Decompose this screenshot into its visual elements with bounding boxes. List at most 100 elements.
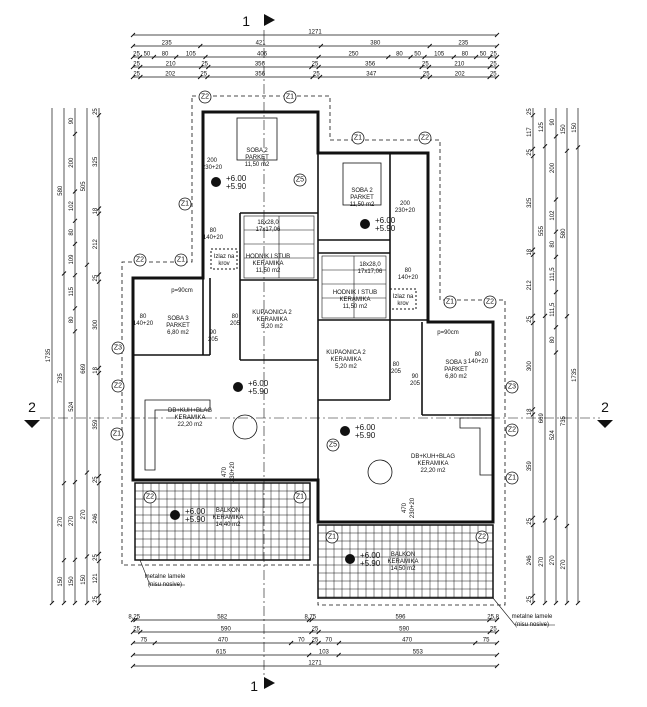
tag-label: Z2	[486, 299, 494, 306]
dimension-label: 246	[93, 513, 99, 524]
dimension-tick	[336, 640, 342, 646]
tag-bubble	[111, 341, 125, 355]
dimension-tick	[309, 629, 314, 635]
room-balkon-left: 14,40 m2	[215, 522, 241, 528]
dimension-tick	[336, 652, 341, 658]
roof-outline	[121, 95, 506, 606]
section-marker-1-bottom: 1	[250, 677, 275, 694]
dimension-label: 25	[133, 62, 140, 68]
dimension-label: 300	[527, 360, 533, 371]
stair-spec-right: 17x17,06	[358, 269, 383, 275]
dimension-tick	[96, 593, 102, 599]
dimension-tick	[408, 54, 413, 60]
level-marker-icon	[345, 554, 355, 564]
dimension-label: 590	[399, 627, 410, 633]
dimension-tick	[96, 112, 102, 118]
dimension-label: 25	[201, 62, 208, 68]
dimension-tick	[152, 640, 158, 646]
dimension-label: 270	[561, 559, 567, 570]
dimension-tick	[173, 54, 179, 60]
dimension-tick	[427, 43, 433, 49]
dimension-label: 80	[462, 52, 469, 58]
section-marker-2-left: 2	[24, 399, 40, 428]
dimension-tick	[205, 64, 211, 70]
dimension-label: 105	[186, 52, 197, 58]
opening-label: 230+20	[410, 497, 416, 518]
dimension-tick	[385, 54, 391, 60]
level-label: +6.00	[248, 379, 269, 388]
dining-table	[232, 414, 258, 440]
dimension-tick	[72, 600, 78, 606]
dimension-label: 18	[527, 408, 533, 415]
dimension-label: 150	[58, 576, 64, 587]
dimension-label: 250	[348, 52, 359, 58]
dimension-tick	[306, 617, 312, 623]
dimension-tick	[309, 617, 314, 623]
dimension-label: 75	[141, 638, 148, 644]
opening-label: 140+20	[133, 321, 154, 327]
dimension-tick	[130, 629, 136, 635]
dimension-label: 50	[144, 52, 151, 58]
opening-label: 470	[222, 466, 228, 477]
dimension-tick	[96, 272, 102, 277]
dimension-label: 524	[550, 429, 556, 440]
dimension-label: 115	[69, 286, 75, 296]
dimension-tick	[306, 652, 312, 658]
dimension-tick	[564, 523, 570, 529]
dimension-label: 109	[69, 254, 75, 265]
dimension-tick	[96, 279, 102, 285]
dimension-tick	[309, 64, 314, 70]
dimension-tick	[494, 74, 500, 80]
opening-label: 470	[402, 502, 408, 513]
tag-bubble	[283, 90, 297, 104]
opening-label: 80	[232, 314, 239, 320]
tag-bubble	[110, 427, 124, 441]
dimension-label: 111,5	[550, 267, 556, 282]
tag-label: Z1	[354, 135, 362, 142]
dimension-tick	[494, 652, 500, 658]
room-hodnik-left: HODNIK I STUB	[246, 254, 290, 260]
room-kupaonica-left: KERAMIKA	[256, 317, 287, 323]
stair-spec-right: 18x28,0	[359, 262, 381, 268]
level-label: +6.00	[360, 551, 381, 560]
dimension-tick	[130, 663, 136, 669]
room-soba-3-left: PARKET	[166, 323, 190, 329]
dimension-tick	[133, 617, 138, 623]
roof-exit-box	[389, 288, 417, 310]
dimension-label: 8,75	[304, 615, 316, 621]
dimension-tick	[72, 479, 78, 485]
dimension-tick	[72, 305, 78, 311]
tag-label: Z3	[114, 345, 122, 352]
level-label: +6.00	[226, 174, 247, 183]
opening-label: 205	[410, 381, 421, 387]
opening-label: 80	[475, 352, 482, 358]
room-soba-2-left: PARKET	[245, 155, 269, 161]
dimension-tick	[316, 629, 321, 635]
dimension-tick	[316, 54, 321, 60]
dimension-label: 25	[423, 72, 430, 78]
room-living-right: 22,20 m2	[420, 468, 446, 474]
dimension-tick	[472, 640, 478, 646]
dimension-tick	[530, 153, 536, 159]
dimension-tick	[487, 64, 493, 70]
dimension-tick	[130, 64, 136, 70]
tag-bubble	[325, 530, 339, 544]
dimension-label: 669	[81, 363, 87, 374]
dimension-label: 102	[550, 210, 556, 221]
dimension-label: 380	[370, 41, 381, 47]
room-living-left: KERAMIKA	[174, 415, 205, 421]
stair-spec-left: 18x28,0	[257, 220, 279, 226]
dimension-tick	[487, 54, 493, 60]
tag-bubble	[475, 530, 489, 544]
dimension-label: 596	[395, 615, 406, 621]
dining-table	[367, 459, 393, 485]
dimension-tick	[61, 271, 67, 276]
dimension-tick	[138, 74, 143, 80]
tag-bubble	[111, 379, 125, 393]
dimension-label: 270	[81, 509, 87, 520]
dimension-tick	[49, 600, 55, 606]
dimension-tick	[130, 640, 136, 646]
dimension-tick	[494, 617, 500, 623]
dimension-tick	[575, 600, 581, 606]
